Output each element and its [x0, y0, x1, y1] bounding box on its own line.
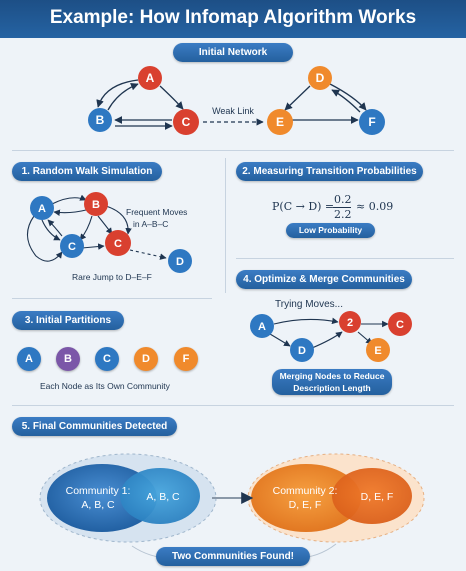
community-1-members-line: A, B, C	[81, 499, 115, 511]
svg-text:C: C	[68, 241, 76, 253]
svg-text:C: C	[396, 319, 404, 331]
frequent-moves-label-2: in A–B–C	[133, 219, 169, 229]
rw-node-c-red	[105, 230, 131, 256]
partition-node-f: F	[174, 347, 198, 371]
merging-badge-line1: Merging Nodes to Reduce	[279, 371, 385, 381]
community-1-title: Community 1:	[66, 485, 131, 497]
divider-1	[12, 150, 454, 151]
final-communities-graphic: Community 1: A, B, C A, B, C Community 2…	[39, 453, 425, 559]
edge-f-d	[331, 89, 361, 113]
rw-node-a	[30, 196, 54, 220]
opt-node-c	[388, 312, 412, 336]
partition-node-d: D	[134, 347, 158, 371]
community-1-members-ellipse	[120, 468, 200, 524]
node-e-label: E	[276, 115, 284, 129]
community-2-title: Community 2:	[273, 485, 338, 497]
node-a	[138, 66, 162, 90]
community-2-members-line: D, E, F	[289, 499, 322, 511]
partition-node-c: C	[95, 347, 119, 371]
random-walk-heading: 1. Random Walk Simulation	[12, 162, 162, 181]
formula-left: P(C → D) =	[272, 200, 335, 213]
node-c-label: C	[182, 115, 191, 129]
community-1-members: A, B, C	[146, 491, 180, 503]
rare-jump-edge	[129, 249, 167, 260]
node-c	[173, 109, 199, 135]
trying-moves-label: Trying Moves...	[275, 299, 343, 310]
final-heading: 5. Final Communities Detected	[12, 417, 177, 436]
node-e	[267, 109, 293, 135]
partitions-heading: 3. Initial Partitions	[12, 311, 124, 330]
optimize-heading: 4. Optimize & Merge Communities	[236, 270, 412, 289]
initial-network-heading: Initial Network	[173, 43, 293, 62]
svg-text:D: D	[176, 256, 184, 268]
community-2-members: D, E, F	[361, 491, 394, 503]
fraction-bar	[333, 207, 351, 208]
svg-text:E: E	[374, 345, 381, 357]
opt-node-e	[366, 338, 390, 362]
node-f-label: F	[368, 115, 375, 129]
formula-denominator: 2.2	[334, 208, 352, 221]
rw-node-b	[84, 192, 108, 216]
edge-a-c	[159, 85, 184, 110]
node-d	[308, 66, 332, 90]
svg-text:C: C	[114, 238, 122, 250]
formula-numerator: 0.2	[334, 193, 352, 206]
opt-node-a	[250, 314, 274, 338]
edge-d-e	[284, 85, 311, 111]
vertical-divider	[225, 158, 226, 293]
node-a-label: A	[146, 71, 155, 85]
node-b	[88, 108, 112, 132]
svg-text:B: B	[92, 199, 100, 211]
partition-node-a: A	[17, 347, 41, 371]
community-2-members-ellipse	[332, 468, 412, 524]
optimize-graph: A 2 C D E	[250, 311, 412, 362]
merging-badge: Merging Nodes to Reduce Description Leng…	[272, 369, 392, 395]
edge-d-f	[329, 83, 367, 111]
merging-badge-line2: Description Length	[293, 383, 371, 393]
community-2-ellipse	[251, 464, 361, 532]
partition-node-b: B	[56, 347, 80, 371]
svg-text:2: 2	[347, 317, 353, 329]
svg-text:D: D	[298, 345, 306, 357]
low-probability-badge: Low Probability	[286, 223, 375, 238]
partitions-caption: Each Node as Its Own Community	[40, 381, 170, 391]
frequent-moves-label-1: Frequent Moves	[126, 207, 188, 217]
two-communities-badge: Two Communities Found!	[156, 547, 310, 566]
opt-node-d	[290, 338, 314, 362]
random-walk-graph: A B C C D	[26, 192, 192, 273]
page-title: Example: How Infomap Algorithm Works	[0, 0, 466, 38]
svg-text:A: A	[38, 203, 46, 215]
rw-node-c-blue	[60, 234, 84, 258]
formula-result: ≈ 0.09	[356, 200, 394, 213]
node-b-label: B	[96, 113, 105, 127]
rare-jump-label: Rare Jump to D–E–F	[72, 272, 152, 282]
opt-node-2	[339, 311, 361, 333]
divider-2	[236, 258, 454, 259]
edge-a-b	[96, 79, 139, 108]
weak-link-label: Weak Link	[212, 106, 254, 116]
svg-text:A: A	[258, 321, 266, 333]
divider-3	[12, 298, 212, 299]
rw-node-d	[168, 249, 192, 273]
divider-4	[12, 405, 454, 406]
edge-b-a	[107, 82, 139, 111]
node-d-label: D	[316, 71, 325, 85]
transition-heading: 2. Measuring Transition Probabilities	[236, 162, 423, 181]
initial-network-graph: A B C D E F Weak Link	[88, 66, 385, 135]
node-f	[359, 109, 385, 135]
